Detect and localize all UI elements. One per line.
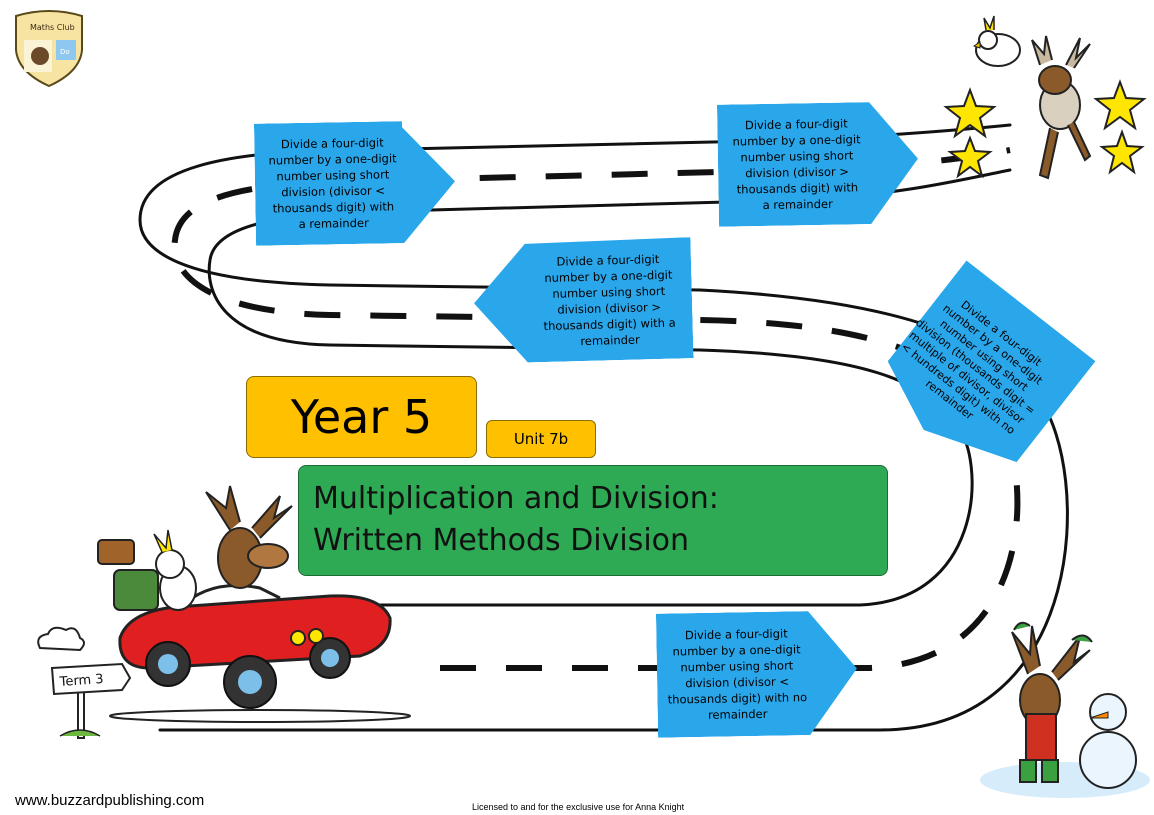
snowman-reindeer-illustration (980, 621, 1150, 798)
maths-club-logo: Maths Club Do (15, 10, 83, 88)
star-icon (1093, 79, 1147, 131)
sign-5-line: thousands digit) with no (667, 690, 808, 707)
signpost-label: Term 3 (58, 672, 104, 690)
star-icon (1099, 129, 1145, 175)
year-label: Year 5 (246, 376, 477, 458)
title-line-2: Written Methods Division (313, 523, 690, 558)
title-line-1: Multiplication and Division: (313, 481, 719, 516)
sign-2-line: a remainder (762, 196, 833, 212)
objective-sign-4: Divide a four-digit number by a one-digi… (880, 287, 1066, 447)
unit-label: Unit 7b (486, 420, 596, 458)
reindeer-parrot-stars-illustration (943, 15, 1147, 180)
footer-url: www.buzzardpublishing.com (15, 792, 205, 809)
logo-text-badge: Do (60, 48, 70, 56)
sign-2-line: thousands digit) with (736, 180, 859, 197)
footer-license: Licensed to and for the exclusive use fo… (472, 802, 685, 812)
star-icon (947, 135, 993, 179)
sign-1-line: a remainder (298, 215, 369, 231)
car-illustration: Term 3 (37, 485, 411, 739)
logo-text-top: Maths Club (30, 23, 75, 32)
sign-5-line: remainder (707, 706, 768, 722)
sign-1-line: thousands digit) with (272, 199, 395, 216)
page-title: Multiplication and Division: Written Met… (298, 465, 888, 576)
star-icon (943, 87, 997, 139)
